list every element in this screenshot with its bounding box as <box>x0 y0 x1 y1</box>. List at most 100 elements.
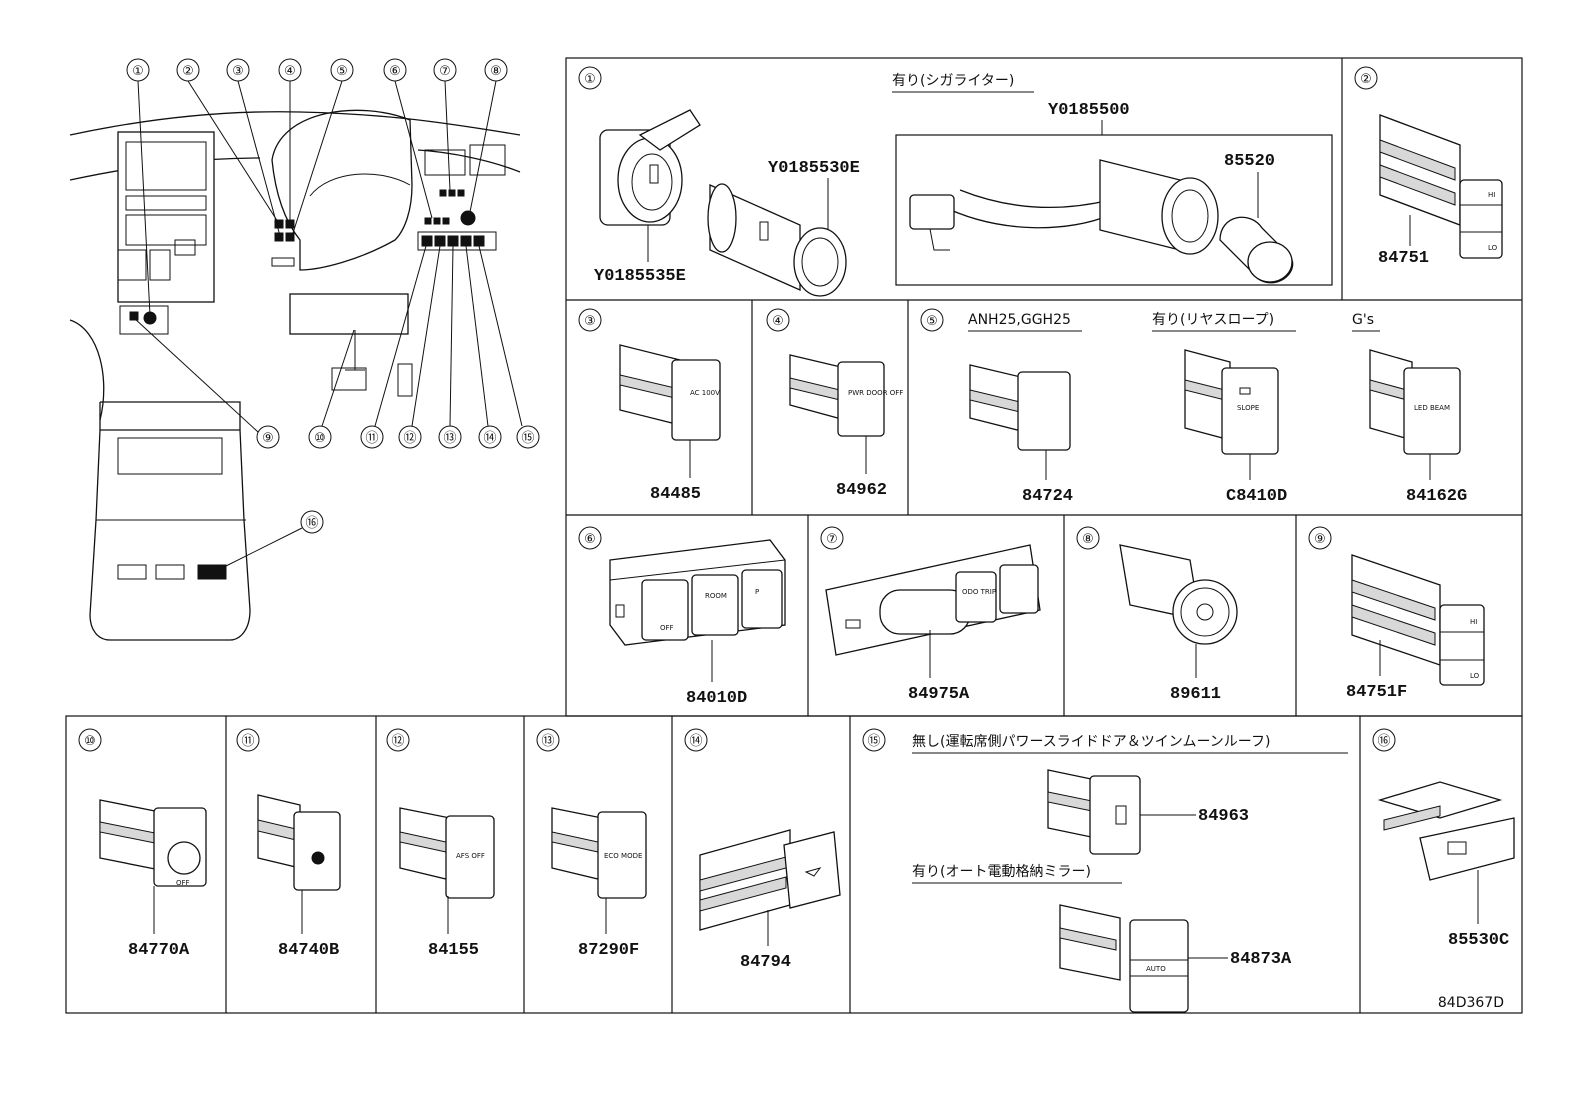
part-number-84751: 84751 <box>1378 249 1429 268</box>
part-number-84962: 84962 <box>836 481 887 500</box>
condition-gs: G's <box>1352 312 1374 328</box>
svg-text:③: ③ <box>232 64 244 79</box>
drawing-id: 84D367D <box>1437 995 1504 1011</box>
callout-13: ⑬ <box>438 245 462 449</box>
part-number-84770A: 84770A <box>128 941 190 960</box>
part-number-85530C: 85530C <box>1448 931 1509 950</box>
svg-text:⑨: ⑨ <box>1314 532 1326 547</box>
condition-anh25: ANH25,GGH25 <box>968 312 1071 328</box>
part-number-84740B: 84740B <box>278 941 339 960</box>
switch-label-afs-off: AFS OFF <box>456 852 485 860</box>
part-number-84485: 84485 <box>650 485 701 504</box>
svg-text:⑭: ⑭ <box>689 734 702 749</box>
panel-16: ⑯ 85530C <box>1372 728 1515 950</box>
part-number-85520: 85520 <box>1224 152 1275 171</box>
svg-text:⑦: ⑦ <box>826 532 838 547</box>
callout-12: ⑫ <box>398 245 441 449</box>
switch-84751-drawing: HI LO <box>1379 114 1503 259</box>
part-number-Y0185500: Y0185500 <box>1048 101 1130 120</box>
lighter-sleeve-drawing <box>707 183 847 297</box>
svg-text:②: ② <box>1360 72 1372 87</box>
panel-1: ① 有り(シガライター) Y0185535E Y0185530E Y018550… <box>578 66 1333 297</box>
callout-14: ⑭ <box>465 245 502 449</box>
panel-8: ⑧ 89611 <box>1076 526 1238 704</box>
svg-text:④: ④ <box>772 314 784 329</box>
panel-4: ④ PWR DOOR OFF 84962 <box>766 308 903 500</box>
svg-text:⑮: ⑮ <box>867 734 880 749</box>
switch-label-eco-mode: ECO MODE <box>604 852 642 860</box>
switch-84873A-drawing: AUTO <box>1059 904 1189 1013</box>
switch-84162G-drawing: LED BEAM <box>1369 349 1461 455</box>
panel-1-note: 有り(シガライター) <box>892 73 1014 89</box>
outlet-85530C-drawing <box>1377 781 1515 881</box>
switch-label-lo: LO <box>1488 244 1498 252</box>
part-number-89611: 89611 <box>1170 685 1221 704</box>
svg-text:⑭: ⑭ <box>483 431 496 446</box>
panel-5: ⑤ ANH25,GGH25 有り(リヤスロープ) G's 84724 SLOPE… <box>920 308 1467 506</box>
switch-label-off: OFF <box>660 624 674 632</box>
callout-3: ③ <box>226 58 281 237</box>
switch-84962-drawing: PWR DOOR OFF <box>789 354 903 437</box>
part-number-84873A: 84873A <box>1230 950 1292 969</box>
switch-84155-drawing: AFS OFF <box>399 807 495 899</box>
callout-10: ⑩ <box>308 329 355 449</box>
panel-14: ⑭ 84794 <box>684 728 841 972</box>
callout-2: ② <box>176 58 279 223</box>
svg-text:⑦: ⑦ <box>439 64 451 79</box>
panel-11: ⑪ 84740B <box>236 728 341 960</box>
svg-text:⑪: ⑪ <box>241 734 254 749</box>
panel-grid <box>65 57 1523 1014</box>
switch-84724-drawing <box>969 364 1071 451</box>
svg-text:⑯: ⑯ <box>1377 734 1390 749</box>
svg-text:⑬: ⑬ <box>443 431 456 446</box>
svg-text:⑬: ⑬ <box>541 734 554 749</box>
switch-label-pwr-door-off: PWR DOOR OFF <box>848 389 903 397</box>
switch-84010D-drawing: OFF ROOM P <box>609 539 786 646</box>
panel-9: ⑨ HI LO 84751F <box>1308 526 1485 702</box>
lighter-assembly-drawing <box>909 159 1294 284</box>
panel-13: ⑬ ECO MODE 87290F <box>536 728 647 960</box>
panel-7: ⑦ ODO TRIP 84975A <box>820 526 1041 704</box>
switch-87290F-drawing: ECO MODE <box>551 807 647 899</box>
switch-label-slope: SLOPE <box>1237 404 1259 412</box>
svg-text:⑨: ⑨ <box>262 431 274 446</box>
condition-auto-mirror: 有り(オート電動格納ミラー) <box>912 864 1091 880</box>
part-number-84010D: 84010D <box>686 689 747 708</box>
switch-label-hi: HI <box>1470 618 1477 626</box>
part-number-Y0185535E: Y0185535E <box>594 267 686 286</box>
switch-label-lo: LO <box>1470 672 1480 680</box>
part-number-84751F: 84751F <box>1346 683 1407 702</box>
part-number-84162G: 84162G <box>1406 487 1467 506</box>
svg-text:⑫: ⑫ <box>391 734 404 749</box>
switch-84485-drawing: AC 100V <box>619 344 721 441</box>
switch-84794-drawing <box>699 829 841 931</box>
dashboard-overview <box>69 109 521 641</box>
svg-text:②: ② <box>182 64 194 79</box>
svg-text:⑯: ⑯ <box>305 516 318 531</box>
svg-text:⑩: ⑩ <box>84 734 96 749</box>
callout-9: ⑨ <box>133 317 280 449</box>
svg-text:⑩: ⑩ <box>314 431 326 446</box>
svg-text:⑥: ⑥ <box>389 64 401 79</box>
switch-label-led-beam: LED BEAM <box>1414 404 1450 412</box>
svg-text:⑤: ⑤ <box>336 64 348 79</box>
socket-housing-drawing <box>599 109 701 226</box>
switch-label-p: P <box>755 588 759 596</box>
callout-1: ① <box>126 58 151 316</box>
part-number-84155: 84155 <box>428 941 479 960</box>
svg-text:⑧: ⑧ <box>490 64 502 79</box>
switch-84770A-drawing: OFF <box>99 799 207 887</box>
svg-text:⑫: ⑫ <box>403 431 416 446</box>
part-number-84794: 84794 <box>740 953 791 972</box>
condition-rear-slope: 有り(リヤスロープ) <box>1152 312 1274 328</box>
callout-5: ⑤ <box>291 58 354 237</box>
callout-6: ⑥ <box>383 58 433 219</box>
part-number-84975A: 84975A <box>908 685 970 704</box>
switch-label-auto: AUTO <box>1146 965 1166 973</box>
switch-84751F-drawing: HI LO <box>1351 554 1485 686</box>
part-number-84724: 84724 <box>1022 487 1073 506</box>
panel-12: ⑫ AFS OFF 84155 <box>386 728 495 960</box>
overview-callouts: ① ② ③ ④ ⑤ ⑥ ⑦ <box>126 58 540 569</box>
switch-C8410D-drawing: SLOPE <box>1184 349 1279 455</box>
part-number-C8410D: C8410D <box>1226 487 1287 506</box>
